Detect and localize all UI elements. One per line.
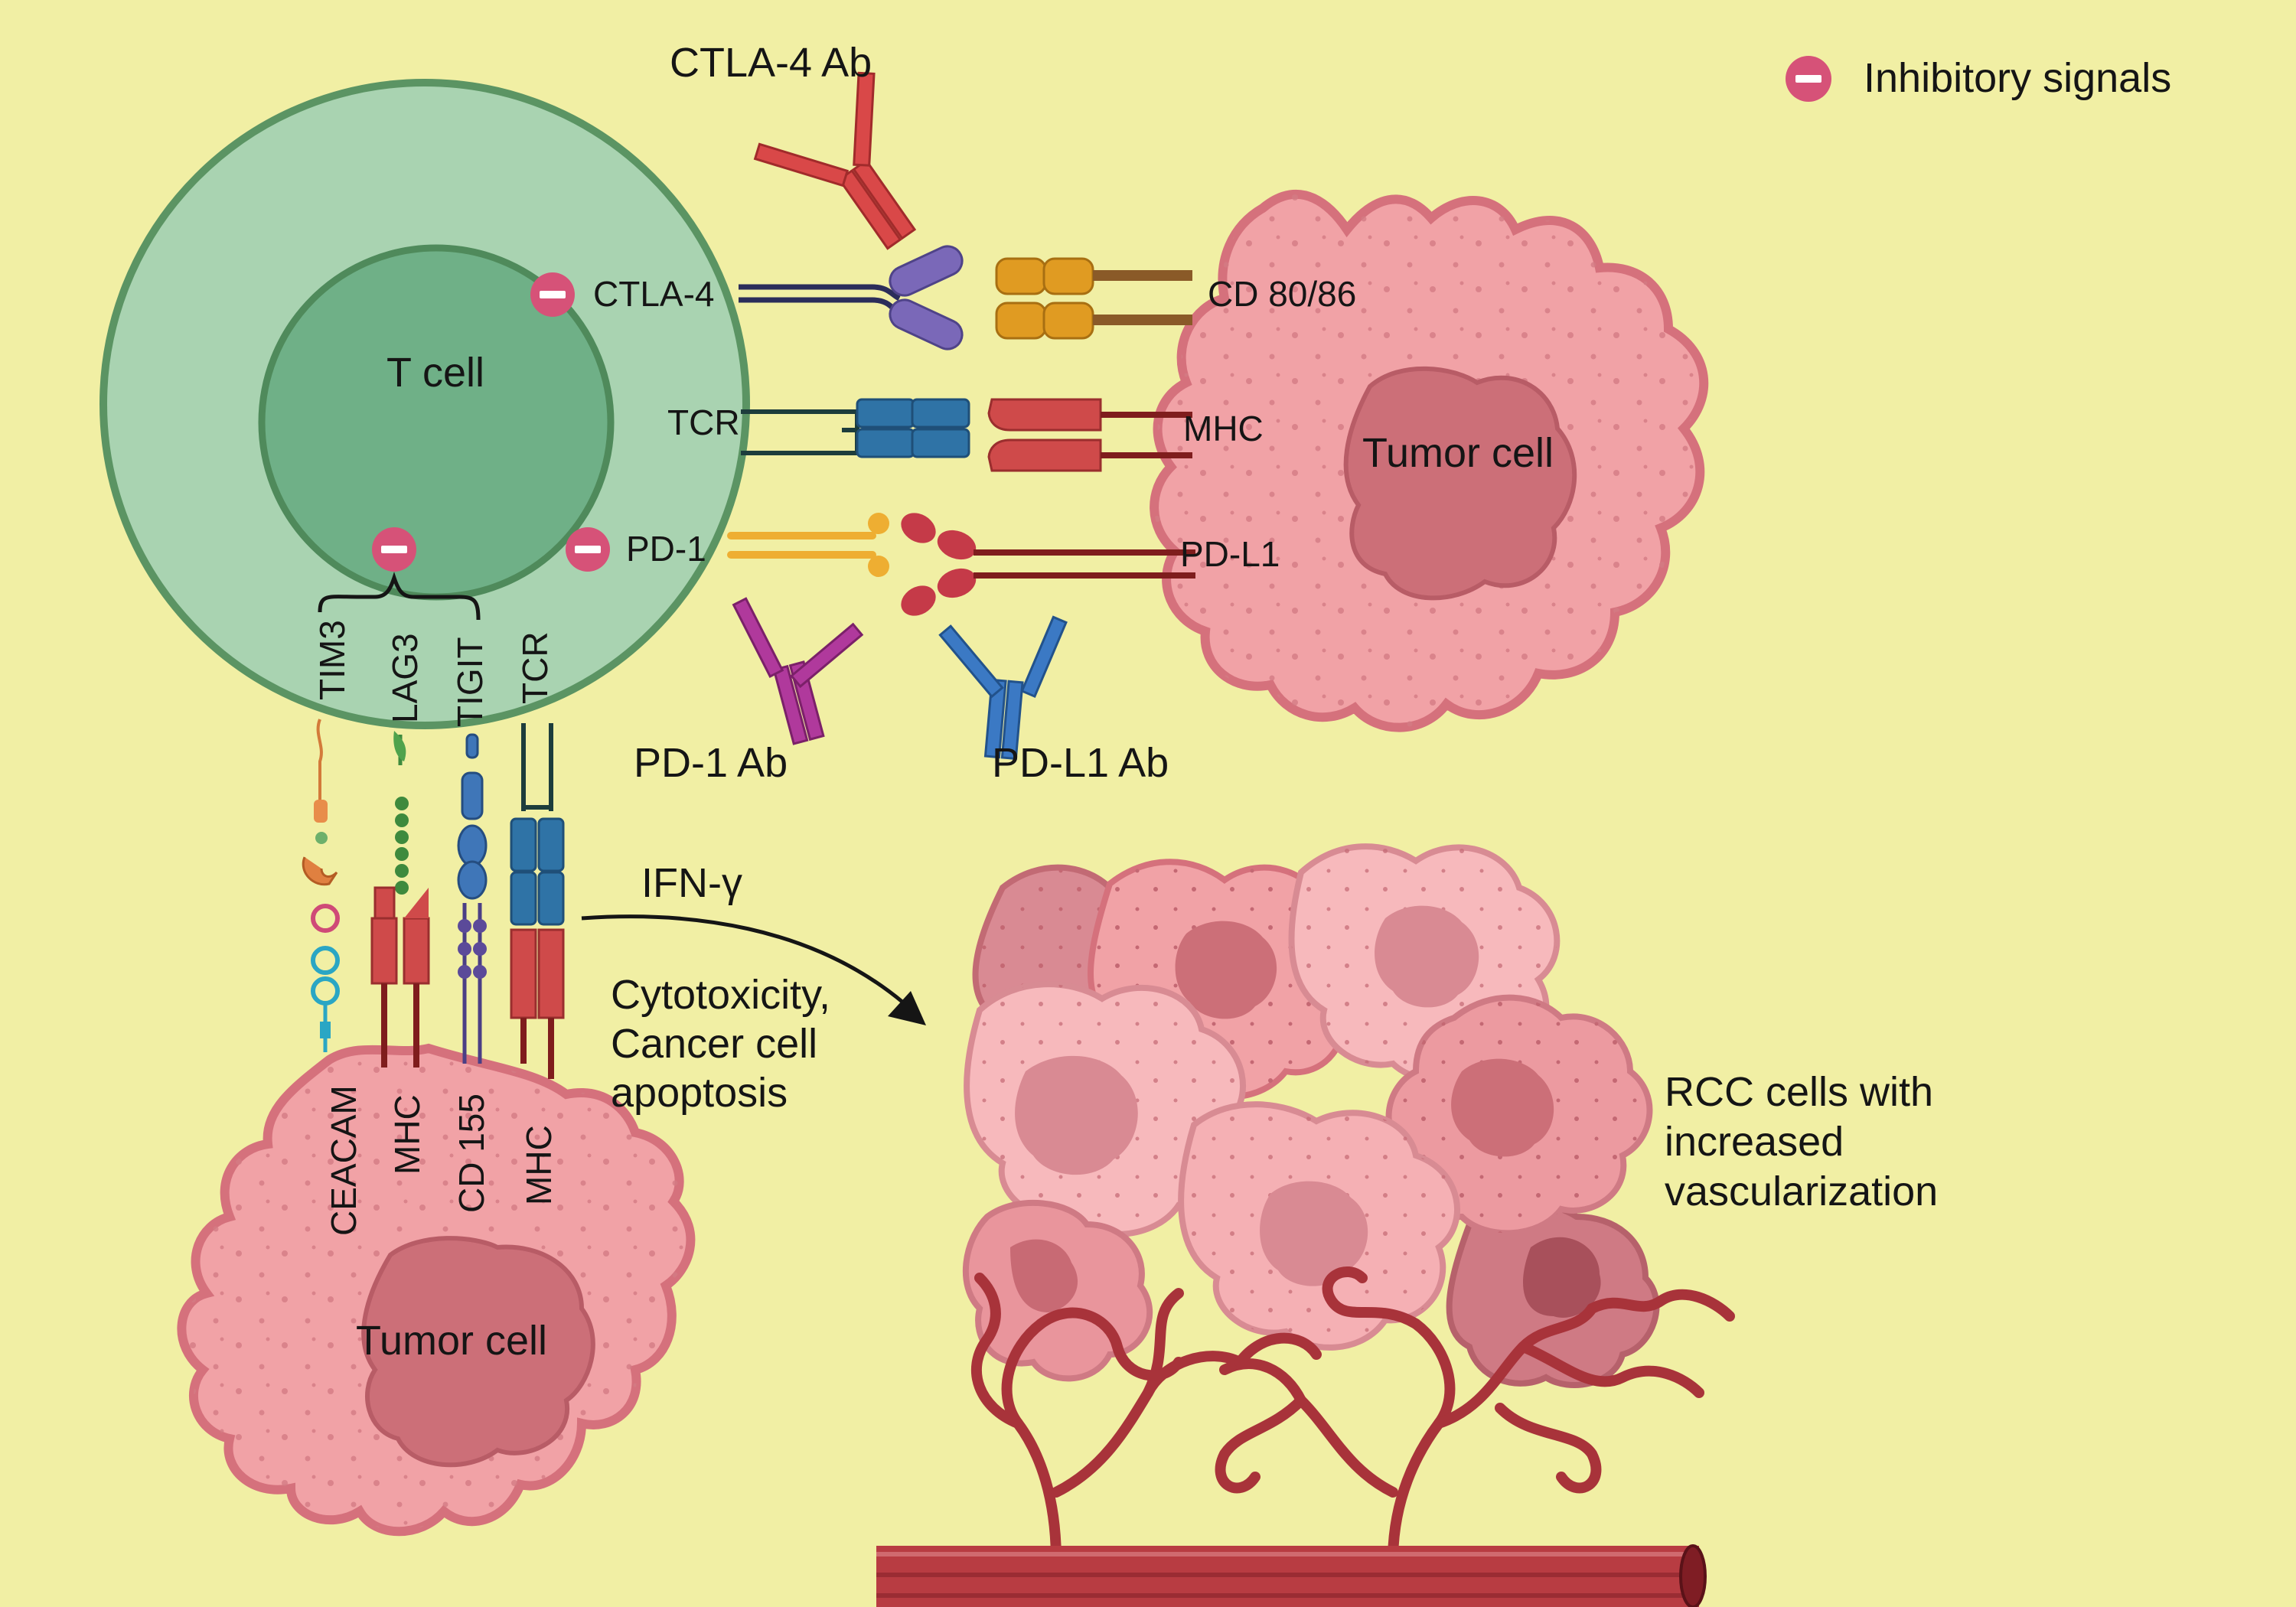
- legend: Inhibitory signals: [1786, 55, 2171, 102]
- blood-vessels: [970, 1266, 1735, 1566]
- inhibit-icon-checkpoints: [372, 527, 416, 572]
- tcr-receptor-right: [741, 398, 970, 458]
- tumor-cell-bottom-title: Tumor cell: [356, 1318, 547, 1364]
- pdl1-antibody-icon: [938, 615, 1068, 761]
- label-mhc-right: MHC: [1183, 409, 1264, 448]
- label-tim3: TIM3: [312, 620, 352, 700]
- label-cd155: CD 155: [452, 1094, 491, 1213]
- t-cell: T cell CTLA-4 TCR PD-1 TIM3 LAG3 TIGIT T…: [99, 79, 750, 729]
- label-lag3: LAG3: [385, 633, 425, 723]
- label-ifn: IFN-γ: [641, 860, 742, 906]
- inhibit-icon-ctla4: [530, 272, 575, 317]
- arrow-icon: [581, 914, 926, 1025]
- label-rcc-3: vascularization: [1665, 1169, 1938, 1214]
- label-ctla4: CTLA-4: [593, 274, 714, 314]
- tcr-mhc-pair-bottom: [510, 723, 565, 1079]
- pd1-receptor: [727, 513, 889, 577]
- mhc-ligand-right: [987, 398, 1192, 472]
- ctla4-antibody-icon: [753, 71, 917, 250]
- t-cell-title: T cell: [386, 350, 484, 396]
- label-rcc-2: increased: [1665, 1119, 1844, 1165]
- rcc-cluster: [876, 843, 1735, 1607]
- main-vessel: [876, 1544, 1707, 1607]
- label-mhc-bottom-2: MHC: [519, 1125, 559, 1205]
- label-pd1-ab: PD-1 Ab: [634, 740, 788, 786]
- pd1-antibody-icon: [732, 597, 864, 745]
- tumor-nucleus-bottom: [361, 1236, 595, 1468]
- pdl1-ligand: [901, 513, 1195, 616]
- minus-circle-icon: [1786, 56, 1831, 102]
- legend-label: Inhibitory signals: [1864, 55, 2171, 101]
- tumor-cell-right-title: Tumor cell: [1362, 430, 1554, 476]
- tim3-ceacam-pair: [302, 719, 340, 1052]
- label-tcr-right: TCR: [667, 403, 740, 442]
- label-rcc-1: RCC cells with: [1665, 1069, 1933, 1115]
- label-pdl1-ab: PD-L1 Ab: [992, 740, 1169, 786]
- label-effect-3: apoptosis: [611, 1070, 788, 1116]
- label-tcr-bottom: TCR: [515, 631, 555, 704]
- label-effect-2: Cancer cell: [611, 1021, 817, 1067]
- cd80-86-ligand: [995, 257, 1192, 340]
- inhibit-icon-pd1: [566, 527, 610, 572]
- tumor-cell-right: Tumor cell: [1150, 189, 1709, 732]
- lag3-mhc-pair: [370, 731, 430, 1068]
- label-tigit: TIGIT: [450, 637, 490, 727]
- tigit-cd155-pair: [457, 733, 488, 1064]
- ctla4-receptor: [739, 245, 964, 350]
- label-ceacam: CEACAM: [324, 1085, 364, 1236]
- label-pd1: PD-1: [626, 529, 706, 569]
- label-mhc-bottom-1: MHC: [387, 1094, 427, 1175]
- tumor-nucleus-right: [1343, 366, 1577, 601]
- label-cd80-86: CD 80/86: [1208, 274, 1356, 314]
- label-effect-1: Cytotoxicity,: [611, 972, 830, 1018]
- brace: [318, 572, 481, 621]
- label-ctla4-ab: CTLA-4 Ab: [670, 40, 872, 86]
- tumor-cell-bottom: Tumor cell: [177, 1043, 696, 1537]
- label-pdl1: PD-L1: [1180, 534, 1280, 574]
